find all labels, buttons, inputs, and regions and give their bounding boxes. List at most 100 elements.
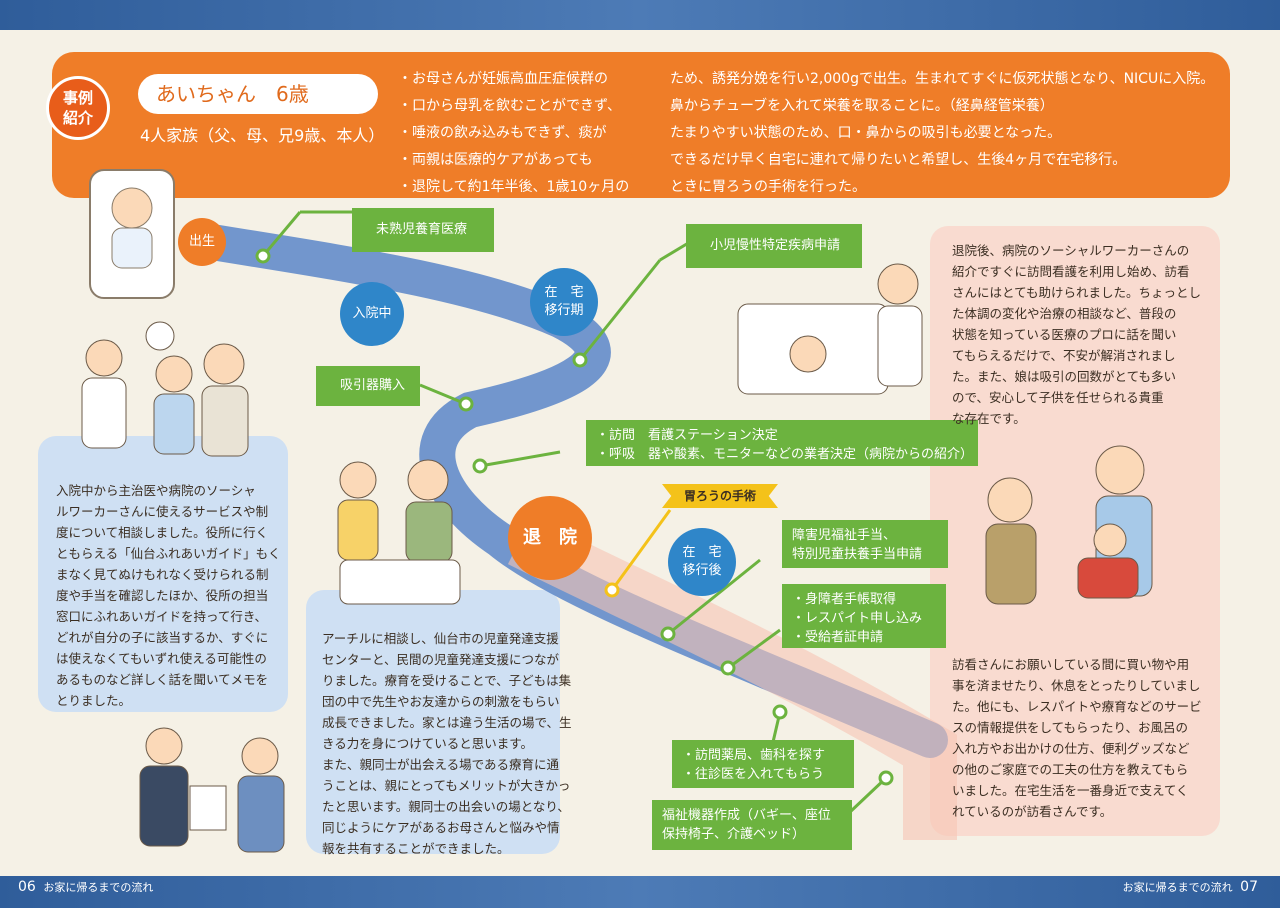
connector — [261, 211, 302, 257]
text-line: 報を共有することができました。 — [322, 841, 510, 856]
text-line: ルワーカーさんに使えるサービスや制 — [56, 504, 269, 519]
left-text: 入院中から主治医や病院のソーシャ ルワーカーさんに使えるサービスや制 度について… — [56, 480, 281, 711]
header-line: ときに胃ろうの手術を行った。 — [670, 179, 866, 195]
middle-testimonial-panel — [306, 590, 560, 854]
event-line: ・訪問薬局、歯科を探す — [682, 748, 826, 763]
text-line: 団の中で先生やお友達からの刺激をもらい — [322, 694, 560, 709]
event-pharmacy: ・訪問薬局、歯科を探す ・往診医を入れてもらう — [672, 740, 854, 788]
connector — [659, 240, 691, 262]
page-number-right: 07 — [1240, 879, 1258, 895]
text-line: さんにはとても助けられました。ちょっとし — [952, 285, 1202, 300]
event-nicu: 未熟児養育医療 — [352, 208, 494, 252]
event-visit: ・訪問 看護ステーション決定 ・呼吸 器や酸素、モニターなどの業者決定（病院から… — [586, 420, 978, 466]
text-line: 入院中から主治医や病院のソーシャ — [56, 483, 256, 498]
header-line: ・両親は医療的ケアがあっても — [398, 152, 593, 168]
text-line: 紹介ですぐに訪問看護を利用し始め、訪看 — [952, 264, 1190, 279]
timeline-dot — [660, 626, 676, 642]
middle-text: アーチルに相談し、仙台市の児童発達支援 センターと、民間の児童発達支援につなが … — [322, 628, 572, 859]
event-line: ・身障者手帳取得 — [792, 592, 897, 607]
text-line: 窓口にふれあいガイドを持って行き、 — [56, 609, 268, 624]
text-line: は使えなくてもいずれ使える可能性の — [56, 651, 267, 666]
timeline-dot — [878, 770, 894, 786]
event-handbook: ・身障者手帳取得 ・レスパイト申し込み ・受給者証申請 — [782, 584, 946, 648]
text-line: 訪看さんにお願いしている間に買い物や用 — [952, 657, 1190, 672]
timeline-dot — [472, 458, 488, 474]
stage-discharge: 退 院 — [508, 496, 592, 580]
text-line: な存在です。 — [952, 411, 1026, 426]
right-testimonial-panel — [930, 226, 1220, 836]
text-line: うことは、親にとってもメリットが大きかっ — [322, 778, 571, 793]
event-line: ・往診医を入れてもらう — [682, 767, 824, 782]
text-line: スの情報提供をしてもらったり、お風呂の — [952, 720, 1189, 735]
header-line: できるだけ早く自宅に連れて帰りたいと希望し、生後4ヶ月で在宅移行。 — [670, 152, 1127, 168]
event-line: ・レスパイト申し込み — [792, 611, 923, 626]
connector — [479, 450, 561, 468]
family-play-illustration — [985, 445, 1153, 605]
text-line: てもらえるだけで、不安が解消されまし — [952, 348, 1176, 363]
stage-birth: 出生 — [178, 218, 226, 266]
connector — [578, 259, 662, 361]
header-line: ・退院して約1年半後、1歳10ヶ月の — [398, 179, 630, 195]
event-line: 保持椅子、介護ベッド） — [662, 827, 806, 842]
text-line: の他のご家庭での工夫の仕方を教えてもら — [952, 762, 1189, 777]
header-line: たまりやすい状態のため、口・鼻からの吸引も必要となった。 — [670, 125, 1062, 141]
text-line: 成長できました。家とは違う生活の場で、生 — [322, 715, 572, 730]
footer-left-text: お家に帰るまでの流れ — [43, 881, 154, 894]
event-line: 障害児福祉手当、 — [792, 528, 897, 543]
left-testimonial-panel — [38, 436, 288, 712]
event-line: 特別児童扶養手当申請 — [792, 547, 923, 562]
text-line: 度や手当を確認したほか、役所の担当 — [56, 588, 269, 603]
text-line: 度について相談しました。役所に行く — [56, 525, 269, 540]
case-badge-line1: 事例 — [62, 89, 93, 107]
event-line: 福祉機器作成（バギー、座位 — [662, 808, 831, 823]
stomach-surgery-tag: 胃ろうの手術 — [662, 484, 778, 508]
text-line: ので、安心して子供を任せられる貴重 — [952, 390, 1164, 405]
case-badge-line2: 紹介 — [62, 109, 93, 127]
text-line: きる力を身につけていると思います。 — [322, 736, 534, 751]
nurse-baby-illustration — [737, 263, 923, 395]
baby-incubator-illustration — [89, 169, 175, 299]
footer-left: 06 お家に帰るまでの流れ — [18, 879, 153, 895]
text-line: 退院後、病院のソーシャルワーカーさんの — [952, 243, 1190, 258]
header-line: 鼻からチューブを入れて栄養を取ることに。（経鼻経管栄養） — [670, 98, 1054, 114]
header-line: ・口から母乳を飲むことができず、 — [398, 98, 622, 114]
timeline-dot — [255, 248, 271, 264]
text-line: まなく見てぬけもれなく受けられる制 — [56, 567, 269, 582]
connector — [848, 776, 888, 814]
text-line: 状態を知っている医療のプロに話を聞い — [952, 327, 1177, 342]
event-line: ・呼吸 器や酸素、モニターなどの業者決定（病院からの紹介） — [596, 447, 974, 462]
header-col2: ため、誘発分娩を行い2,000gで出生。生まれてすぐに仮死状態となり、NICUに… — [670, 66, 1214, 201]
doctor-family-illustration — [81, 321, 249, 457]
text-line: ともらえる「仙台ふれあいガイド」もく — [56, 546, 281, 561]
timeline-dot — [720, 660, 736, 676]
event-welfare: 障害児福祉手当、 特別児童扶養手当申請 — [782, 520, 948, 568]
stage-transition-l1: 在 宅 — [544, 285, 584, 300]
text-line: りました。療育を受けることで、子どもは集 — [322, 673, 572, 688]
child-name: あいちゃん 6歳 — [138, 74, 378, 114]
event-line: 吸引器購入 — [340, 378, 406, 393]
timeline-dot — [772, 704, 788, 720]
event-equipment: 福祉機器作成（バギー、座位 保持椅子、介護ベッド） — [652, 800, 852, 850]
bottom-band — [0, 876, 1280, 908]
text-line: アーチルに相談し、仙台市の児童発達支援 — [322, 631, 559, 646]
event-line: 未熟児養育医療 — [376, 222, 468, 237]
footer-right-text: お家に帰るまでの流れ — [1122, 881, 1233, 894]
stage-hospital: 入院中 — [340, 282, 404, 346]
timeline-dot — [604, 582, 620, 598]
stomach-connector — [610, 509, 672, 591]
page-number-left: 06 — [18, 879, 36, 895]
text-line: どれが自分の子に該当するか、すぐに — [56, 630, 269, 645]
top-band — [0, 0, 1280, 30]
header-line: ・お母さんが妊娠高血圧症候群の — [398, 71, 608, 87]
family-info: 4人家族（父、母、兄9歳、本人） — [140, 126, 385, 145]
header-line: ・唾液の飲み込みもできず、痰が — [398, 125, 607, 141]
text-line: た体調の変化や治療の相談など、普段の — [952, 306, 1177, 321]
staff-mother-illustration — [337, 459, 461, 605]
connector — [419, 383, 467, 406]
footer-right: お家に帰るまでの流れ 07 — [1123, 879, 1262, 895]
event-line: 小児慢性特定疾病申請 — [710, 238, 841, 253]
text-line: 事を済ませたり、休息をとったりしていまし — [952, 678, 1201, 693]
timeline-dot — [572, 352, 588, 368]
connector — [727, 628, 781, 670]
stage-transition-l2: 移行期 — [544, 303, 584, 318]
